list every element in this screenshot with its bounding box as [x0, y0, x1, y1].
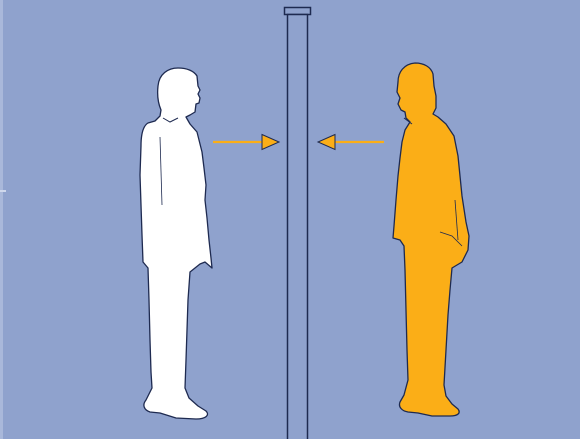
left-edge-strip — [0, 0, 3, 439]
divider-cap — [285, 8, 311, 15]
divider-barrier — [285, 8, 311, 439]
left-edge-tick — [0, 190, 6, 192]
divider-post — [288, 15, 308, 439]
